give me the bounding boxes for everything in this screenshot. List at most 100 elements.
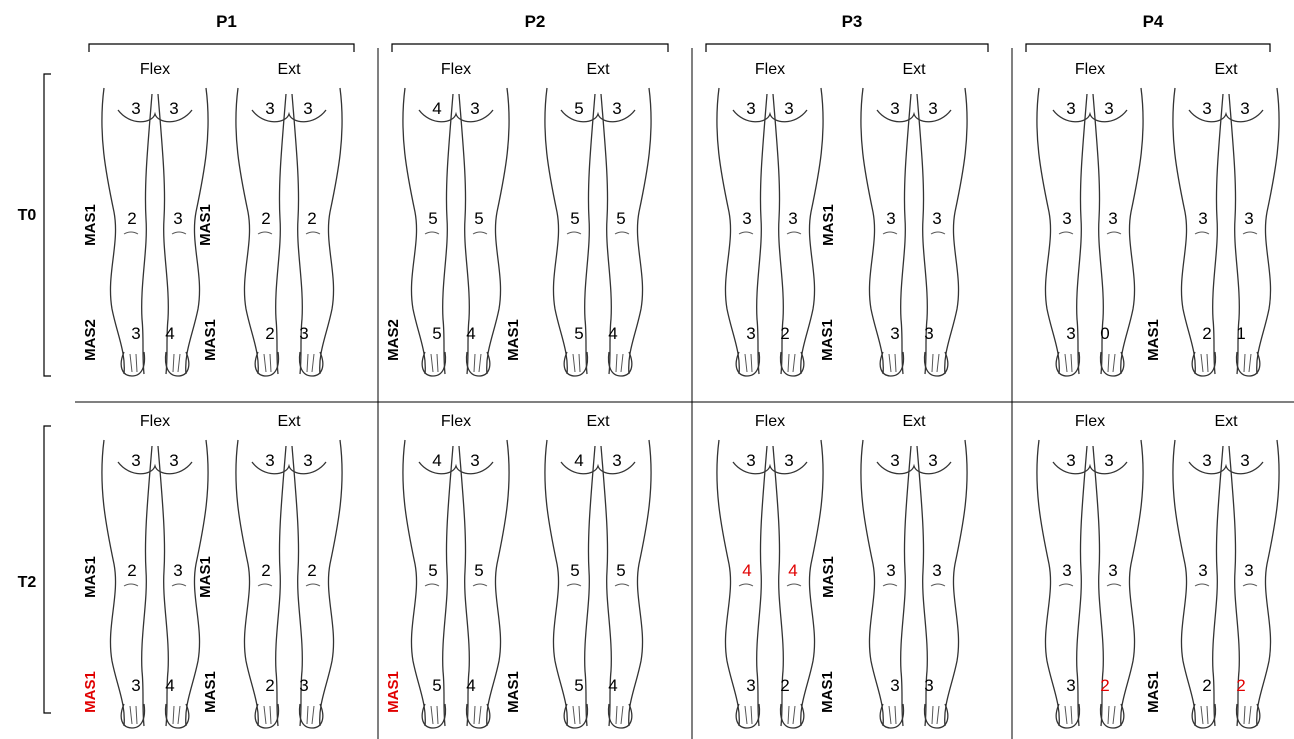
timepoint-bracket [44, 74, 51, 376]
ext-knee-score: 5 [616, 209, 625, 228]
mas-label: MAS1 [820, 556, 837, 598]
flex-hip-score: 3 [470, 99, 479, 118]
patient-title: P3 [842, 12, 863, 31]
ext-hip-score: 3 [928, 451, 937, 470]
mas-label: MAS1 [197, 204, 214, 246]
ext-ankle-score: 2 [265, 676, 274, 695]
flex-hip-score: 3 [169, 99, 178, 118]
mas-label: MAS1 [197, 556, 214, 598]
mas-label: MAS1 [505, 671, 522, 713]
ext-ankle-score: 3 [890, 324, 899, 343]
ext-ankle-score: 4 [608, 676, 617, 695]
ext-hip-score: 3 [890, 451, 899, 470]
legs-outline [861, 440, 967, 728]
view-label-flex: Flex [1075, 413, 1105, 430]
mas-label: MAS1 [202, 671, 219, 713]
flex-knee-score: 3 [742, 209, 751, 228]
ext-knee-score: 3 [886, 561, 895, 580]
flex-knee-score: 3 [1062, 561, 1071, 580]
flex-ankle-score: 3 [746, 324, 755, 343]
ext-knee-score: 3 [1198, 209, 1207, 228]
patient-title: P1 [216, 12, 237, 31]
flex-ankle-score: 4 [165, 676, 174, 695]
ext-hip-score: 3 [1202, 451, 1211, 470]
flex-knee-score: 3 [1108, 209, 1117, 228]
ext-ankle-score: 3 [924, 676, 933, 695]
view-label-flex: Flex [1075, 61, 1105, 78]
legs-outline [1173, 88, 1279, 376]
ext-hip-score: 3 [612, 99, 621, 118]
flex-ankle-score: 2 [780, 324, 789, 343]
ext-hip-score: 5 [574, 99, 583, 118]
mas-label: MAS1 [82, 671, 99, 713]
ext-ankle-score: 3 [299, 324, 308, 343]
mas-label: MAS1 [202, 319, 219, 361]
legs-outline [1173, 440, 1279, 728]
legs-outline [861, 88, 967, 376]
flex-hip-score: 3 [1066, 99, 1075, 118]
view-label-flex: Flex [755, 61, 785, 78]
ext-knee-score: 3 [1198, 561, 1207, 580]
legs-outline [1037, 88, 1143, 376]
flex-hip-score: 3 [1104, 451, 1113, 470]
legs-outline [717, 440, 823, 728]
patient-bracket [392, 44, 668, 52]
ext-ankle-score: 5 [574, 324, 583, 343]
flex-hip-score: 3 [746, 99, 755, 118]
ext-hip-score: 3 [303, 451, 312, 470]
mas-label: MAS1 [505, 319, 522, 361]
flex-knee-score: 5 [428, 209, 437, 228]
ext-knee-score: 2 [307, 561, 316, 580]
view-label-flex: Flex [140, 61, 170, 78]
view-label-flex: Flex [755, 413, 785, 430]
mas-label: MAS1 [82, 556, 99, 598]
ext-knee-score: 5 [570, 561, 579, 580]
flex-knee-score: 3 [173, 561, 182, 580]
ext-hip-score: 3 [265, 99, 274, 118]
mas-label: MAS1 [82, 204, 99, 246]
view-label-ext: Ext [902, 61, 926, 78]
view-label-flex: Flex [441, 413, 471, 430]
patient-bracket [89, 44, 354, 52]
flex-hip-score: 3 [746, 451, 755, 470]
view-label-ext: Ext [1214, 413, 1238, 430]
flex-ankle-score: 5 [432, 324, 441, 343]
mas-label: MAS2 [385, 319, 402, 361]
flex-knee-score: 3 [173, 209, 182, 228]
flex-knee-score: 4 [742, 561, 751, 580]
ext-ankle-score: 3 [890, 676, 899, 695]
flex-hip-score: 3 [131, 451, 140, 470]
flex-ankle-score: 3 [746, 676, 755, 695]
view-label-ext: Ext [277, 61, 301, 78]
flex-knee-score: 3 [788, 209, 797, 228]
ext-ankle-score: 1 [1236, 324, 1245, 343]
mas-label: MAS1 [820, 204, 837, 246]
legs-outline [236, 440, 342, 728]
legs-outline [403, 440, 509, 728]
patient-title: P4 [1143, 12, 1164, 31]
ext-hip-score: 3 [1240, 99, 1249, 118]
view-label-ext: Ext [902, 413, 926, 430]
ext-knee-score: 2 [261, 561, 270, 580]
ext-ankle-score: 2 [1202, 676, 1211, 695]
legs-outline [236, 88, 342, 376]
legs-outline [102, 440, 208, 728]
view-label-ext: Ext [1214, 61, 1238, 78]
ext-knee-score: 5 [616, 561, 625, 580]
legs-outline [403, 88, 509, 376]
flex-knee-score: 3 [1108, 561, 1117, 580]
flex-knee-score: 2 [127, 209, 136, 228]
mas-label: MAS1 [819, 319, 836, 361]
flex-knee-score: 3 [1062, 209, 1071, 228]
ext-ankle-score: 2 [265, 324, 274, 343]
flex-hip-score: 3 [784, 451, 793, 470]
ext-hip-score: 4 [574, 451, 583, 470]
flex-hip-score: 3 [169, 451, 178, 470]
flex-ankle-score: 4 [466, 676, 475, 695]
view-label-ext: Ext [586, 61, 610, 78]
ext-ankle-score: 2 [1202, 324, 1211, 343]
flex-ankle-score: 3 [131, 676, 140, 695]
